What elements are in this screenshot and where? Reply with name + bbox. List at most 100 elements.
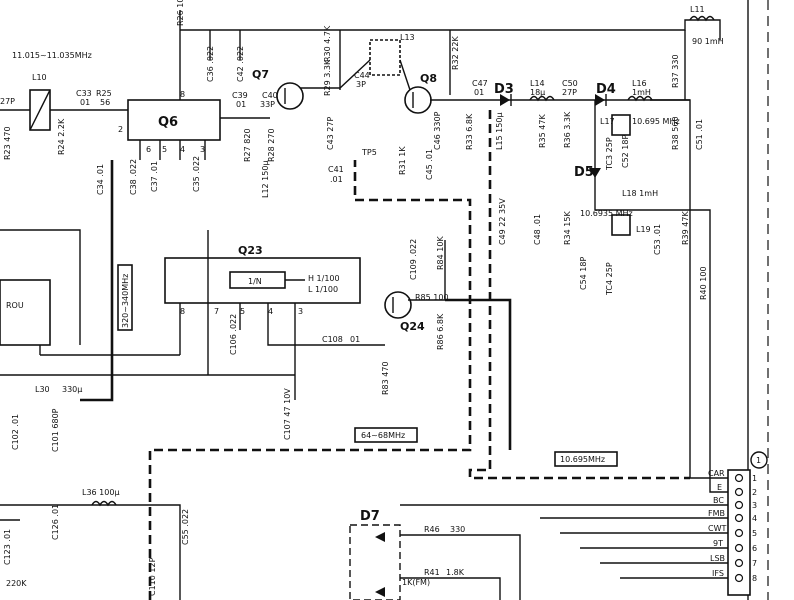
vco-freq-box xyxy=(117,264,133,331)
tp5-label: TP5 xyxy=(361,148,377,157)
x2-label: 10.6935 MHz xyxy=(580,209,633,218)
r28-label: R28 270 xyxy=(267,128,276,162)
r26-label: R26 100 xyxy=(176,0,185,26)
r30-label: R30 4.7K xyxy=(323,25,332,62)
q24-transistor xyxy=(384,291,412,319)
l30-label: L30 xyxy=(35,385,50,394)
connector-number-circle xyxy=(750,451,768,469)
c35-label: C35 .022 xyxy=(192,156,201,192)
l16-label: L16 xyxy=(632,79,647,88)
q7-transistor xyxy=(276,82,304,110)
connector-pin-e: E 2 xyxy=(717,483,757,497)
c47-value: 01 xyxy=(474,88,484,97)
c34-label: C34 .01 xyxy=(96,164,105,195)
c39-value: 01 xyxy=(236,100,246,109)
wire-q23-4 xyxy=(267,303,385,346)
c38-label: C38 .022 xyxy=(129,159,138,195)
c48-label: C48 .01 xyxy=(533,214,542,245)
rou-block xyxy=(0,279,51,346)
connector-pin-name: CWT xyxy=(708,524,726,533)
r84-label: R84 10K xyxy=(436,236,445,270)
c123-label: C123 .01 xyxy=(3,529,12,565)
if-freq-label: 10.695MHz xyxy=(560,455,605,464)
r37-label: R37 330 xyxy=(671,54,680,88)
r40-label: R40 100 xyxy=(699,266,708,300)
connector-pin-num: 8 xyxy=(752,574,757,583)
r41-label: R41 xyxy=(424,568,440,577)
diode-d4 xyxy=(595,94,605,106)
c109-label: C109 .022 xyxy=(409,239,418,280)
d7-label: D7 xyxy=(360,509,380,524)
l14-value: 18μ xyxy=(530,88,545,97)
connector-pin-name: LSB xyxy=(710,554,725,563)
crystal-x2 xyxy=(611,214,631,236)
coil-l11 xyxy=(689,15,715,22)
c46-label: C46 330P xyxy=(433,111,442,150)
r25-value: 56 xyxy=(100,98,110,107)
connector-number: 1 xyxy=(756,456,761,465)
connector-pin-9t: 9T 6 xyxy=(713,539,757,553)
c108-value: 01 xyxy=(350,335,360,344)
diode-d3 xyxy=(500,94,510,106)
d7-diode-top xyxy=(375,532,385,542)
c107-label: C107 47 10V xyxy=(283,388,292,440)
connector-pin-num: 4 xyxy=(752,514,757,523)
top-supply-rail xyxy=(285,19,721,40)
r32-label: R32 22K xyxy=(451,36,460,70)
r34-label: R34 15K xyxy=(563,211,572,245)
connector-pin-lsb: LSB 7 xyxy=(710,554,757,568)
q7-label: Q7 xyxy=(252,68,269,81)
q6-label: Q6 xyxy=(158,115,178,130)
coil-l36 xyxy=(91,500,117,507)
d5-label: D5 xyxy=(574,165,594,180)
connector-pin-name: 9T xyxy=(713,539,723,548)
q6-pin-6: 6 xyxy=(146,145,151,154)
c101-label: C101 680P xyxy=(51,408,60,452)
diode-d5 xyxy=(589,168,601,178)
mid-dashed-path xyxy=(148,160,472,600)
crystal-l10-mark xyxy=(29,89,51,131)
l12-label: L12 150μ xyxy=(261,160,270,198)
vco-path-vertical xyxy=(80,160,114,402)
if-dashed-path xyxy=(468,110,690,480)
wire-r41 xyxy=(400,577,501,600)
tc4-label: TC4 25P xyxy=(605,262,614,296)
r83-label: R83 470 xyxy=(381,361,390,395)
q8-transistor xyxy=(404,86,432,114)
c43-label: C43 27P xyxy=(326,117,335,150)
r85-label: R85 100 xyxy=(415,293,449,302)
q6-pin-8: 8 xyxy=(180,90,185,99)
tc3-label: TC3 25P xyxy=(605,137,614,171)
coil-l13 xyxy=(369,39,401,76)
r36-label: R36 3.3K xyxy=(563,111,572,148)
c55-label: C55 .022 xyxy=(181,509,190,545)
l18-line xyxy=(595,209,711,300)
r27-label: R27 820 xyxy=(243,128,252,162)
q23-label: Q23 xyxy=(238,244,263,257)
c45-label: C45 .01 xyxy=(425,149,434,180)
q23-pin-8: 8 xyxy=(180,307,185,316)
c51-label: C51 .01 xyxy=(695,119,704,150)
c44-label: C44 xyxy=(354,71,370,80)
c39-label: C39 xyxy=(232,91,248,100)
c54-label: C54 18P xyxy=(579,257,588,290)
c106-label: C106 .022 xyxy=(229,314,238,355)
connector-pin-num: 1 xyxy=(752,474,757,483)
c102-label: C102 .01 xyxy=(11,414,20,450)
c41-value: .01 xyxy=(330,175,343,184)
c40-value: 33P xyxy=(260,100,275,109)
mid-freq-box xyxy=(354,427,418,443)
connector-pin-name: BC xyxy=(713,496,724,505)
c41-label: C41 xyxy=(328,165,344,174)
c110-label: C110 12P xyxy=(148,557,157,596)
c126-label: C126 .01 xyxy=(51,504,60,540)
r86-label: R86 6.8K xyxy=(436,313,445,350)
connector-pin-ifs: IFS 8 xyxy=(712,569,757,583)
l13-label: L13 xyxy=(400,33,415,42)
l32-label: 27P xyxy=(0,97,15,106)
bus-e xyxy=(709,300,730,493)
connector-pin-num: 6 xyxy=(752,544,757,553)
r29-label: R29 3.3K xyxy=(323,59,332,96)
connector-pin-num: 3 xyxy=(752,501,757,510)
q6-pin-5: 5 xyxy=(162,145,167,154)
